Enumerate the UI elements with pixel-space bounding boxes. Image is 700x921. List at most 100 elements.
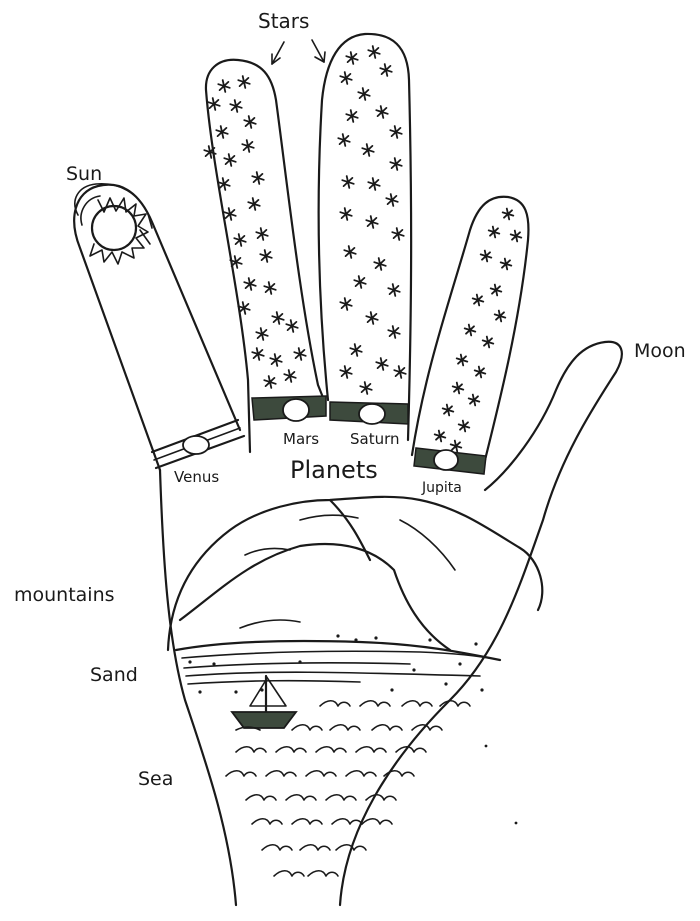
saturn-band xyxy=(330,402,408,424)
sand-dot xyxy=(474,642,477,645)
wave-mark xyxy=(330,725,360,730)
speck xyxy=(485,745,488,748)
star-icon xyxy=(244,278,255,290)
wave-mark xyxy=(262,845,292,850)
star-icon xyxy=(489,227,500,238)
wave-mark xyxy=(360,701,390,706)
star-icon xyxy=(346,52,357,64)
wave-mark xyxy=(396,747,426,752)
star-icon xyxy=(218,178,229,190)
star-icon xyxy=(368,46,379,58)
star-icon xyxy=(483,337,494,348)
star-icon xyxy=(224,208,235,220)
wave-mark xyxy=(332,819,362,824)
star-icon xyxy=(376,358,387,370)
wave-mark xyxy=(226,771,256,776)
star-icon xyxy=(256,328,267,340)
wave-mark xyxy=(308,871,338,876)
stars-arrows xyxy=(272,40,325,64)
wave-mark xyxy=(306,771,336,776)
star-icon xyxy=(366,312,377,324)
star-icon xyxy=(380,64,391,76)
sand-dot xyxy=(374,636,377,639)
wave-mark xyxy=(274,871,304,876)
sand-dot xyxy=(354,638,357,641)
wave-mark xyxy=(316,747,346,752)
wave-mark xyxy=(292,725,322,730)
star-icon xyxy=(338,134,349,146)
boat-icon xyxy=(232,676,296,730)
star-icon xyxy=(388,326,399,338)
star-icon xyxy=(374,258,385,270)
mountains-label: mountains xyxy=(14,584,115,606)
star-icon xyxy=(340,208,351,220)
star-icon xyxy=(390,126,401,138)
saturn-label: Saturn xyxy=(350,430,400,448)
sand-dot xyxy=(234,690,237,693)
star-icon xyxy=(459,421,470,432)
wave-mark xyxy=(276,747,306,752)
star-icon xyxy=(238,302,249,314)
star-icon xyxy=(284,370,295,382)
star-icon xyxy=(469,395,480,406)
venus-ring xyxy=(152,420,244,468)
sand-dot xyxy=(458,662,461,665)
wave-mark xyxy=(286,795,316,800)
star-icon xyxy=(388,284,399,296)
star-icon xyxy=(491,285,502,296)
wave-mark xyxy=(326,795,356,800)
star-icon xyxy=(272,312,283,324)
sand-dot xyxy=(444,682,447,685)
star-icon xyxy=(260,250,271,262)
wave-mark xyxy=(246,795,276,800)
sand-dot xyxy=(212,662,215,665)
star-icon xyxy=(366,216,377,228)
star-icon xyxy=(392,228,403,240)
star-icon xyxy=(443,405,454,416)
wave-mark xyxy=(372,725,402,730)
star-icon xyxy=(360,382,371,394)
star-icon xyxy=(242,140,253,152)
sea-label: Sea xyxy=(138,768,173,790)
sand-label: Sand xyxy=(90,664,138,686)
star-icon xyxy=(252,348,263,360)
wave-mark xyxy=(266,771,296,776)
wave-mark xyxy=(320,701,350,706)
stars-field xyxy=(204,46,521,451)
star-icon xyxy=(475,367,486,378)
star-icon xyxy=(340,298,351,310)
sand-dot xyxy=(480,688,483,691)
sand-dot xyxy=(390,688,393,691)
star-icon xyxy=(350,344,361,356)
star-icon xyxy=(216,126,227,138)
star-icon xyxy=(465,325,476,336)
wave-mark xyxy=(362,819,392,824)
wave-mark xyxy=(356,747,386,752)
sand-dot xyxy=(428,638,431,641)
star-icon xyxy=(340,366,351,378)
star-icon xyxy=(346,110,357,122)
star-icon xyxy=(270,354,281,366)
star-icon xyxy=(358,88,369,100)
sand-dot xyxy=(412,668,415,671)
star-icon xyxy=(256,228,267,240)
speck xyxy=(515,822,518,825)
star-icon xyxy=(234,234,245,246)
star-icon xyxy=(394,366,405,378)
star-icon xyxy=(244,116,255,128)
star-icon xyxy=(252,172,263,184)
star-icon xyxy=(457,355,468,366)
star-icon xyxy=(453,383,464,394)
star-icon xyxy=(368,178,379,190)
venus-label: Venus xyxy=(174,468,219,486)
star-icon xyxy=(354,276,365,288)
star-icon xyxy=(218,80,229,92)
star-icon xyxy=(495,311,506,322)
wave-mark xyxy=(402,701,432,706)
star-icon xyxy=(264,376,275,388)
mountains-drawing xyxy=(168,497,542,660)
mars-label: Mars xyxy=(283,430,319,448)
planets-label: Planets xyxy=(290,456,378,484)
